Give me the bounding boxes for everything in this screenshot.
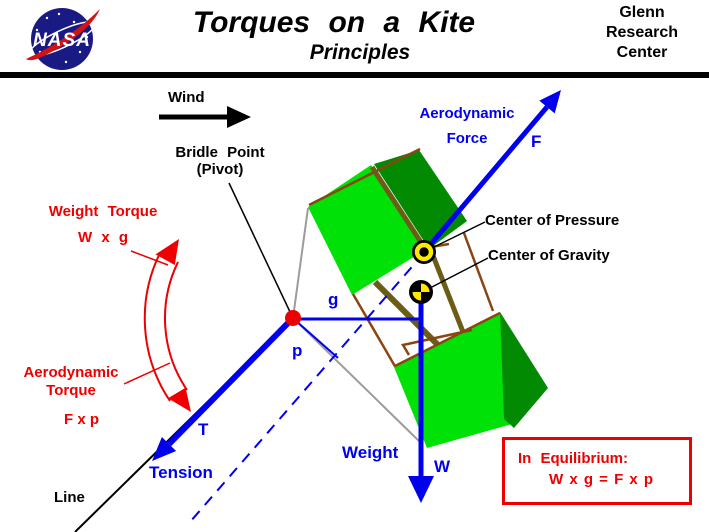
wind-arrow-icon: [159, 106, 251, 128]
force-symbol-label: F: [531, 132, 542, 151]
weight-torque-leader-line: [130, 250, 169, 266]
moment-arm-p-label: p: [292, 341, 303, 360]
org-line: Glenn: [619, 4, 665, 21]
tension-label: Tension: [149, 463, 213, 482]
kite-top-cell-side: [374, 150, 467, 249]
kite-bottom-cell-side: [500, 312, 548, 428]
center-of-pressure-label: Center of Pressure: [485, 212, 620, 229]
weight-torque-label: Weight Torque W x g: [48, 203, 158, 246]
equilibrium-heading: In Equilibrium:: [518, 450, 628, 467]
torque-arc-icon: [123, 239, 191, 412]
aerodynamic-force-arrow-icon: [423, 90, 561, 253]
tension-symbol-label: T: [198, 420, 209, 439]
tension-arrow-icon: [152, 318, 293, 461]
center-of-pressure-marker-icon: [412, 240, 436, 264]
kite-top-cell-front: [308, 165, 425, 295]
org-name: Glenn Research Center: [582, 3, 702, 63]
force-line-of-action: [189, 252, 425, 523]
aerodynamic-torque-label: Aerodynamic Torque: [23, 364, 119, 399]
wind-label: Wind: [168, 89, 205, 106]
bridle-point-marker-icon: [285, 310, 301, 326]
cg-leader-line: [429, 257, 489, 289]
cp-leader-line: [433, 221, 486, 248]
nasa-logo-orbit: [28, 21, 96, 57]
org-line: Research: [605, 24, 679, 41]
weight-torque-arrowhead: [155, 239, 179, 265]
moment-arm-g-label: g: [328, 290, 339, 309]
weight-arrow-icon: [408, 297, 434, 503]
aerodynamic-force-label: Aerodynamic Force: [419, 105, 515, 147]
equilibrium-equation: W x g = F x p: [549, 471, 655, 488]
kite-bottom-cell-front: [394, 312, 512, 448]
page-title: Torques on a Kite: [192, 6, 476, 39]
kite-top-edge-spar: [308, 147, 421, 207]
kite-left-longeron: [351, 293, 398, 369]
kite-bottom-edge-spar: [394, 311, 501, 368]
equilibrium-box: In Equilibrium: W x g = F x p: [502, 437, 692, 505]
aero-torque-arrowhead: [168, 387, 191, 412]
bridle-label-leader-line: [228, 182, 292, 315]
line-label: Line: [54, 489, 85, 506]
weight-label: Weight: [342, 443, 399, 462]
nasa-logo-wordmark: NASA: [33, 30, 91, 51]
aero-torque-leader-line: [123, 362, 171, 385]
weight-symbol-label: W: [434, 457, 451, 476]
kite-right-longeron: [462, 232, 495, 312]
center-of-gravity-marker-icon: [409, 280, 433, 304]
bridle-lines: [292, 207, 421, 443]
page-header: Torques on a Kite Principles: [134, 6, 534, 65]
kite-top-diagonal-spar: [369, 165, 429, 252]
page-subtitle: Principles: [309, 41, 411, 64]
bridle-point-label: Bridle Point (Pivot): [175, 144, 265, 178]
center-of-gravity-label: Center of Gravity: [488, 247, 610, 264]
aero-torque-formula-label: F x p: [64, 411, 100, 428]
org-line: Center: [616, 44, 668, 61]
header-divider: [0, 72, 709, 78]
moment-arm-p-line: [294, 319, 339, 359]
kite-cross-brace: [401, 328, 473, 356]
nasa-logo: NASA: [26, 8, 100, 70]
